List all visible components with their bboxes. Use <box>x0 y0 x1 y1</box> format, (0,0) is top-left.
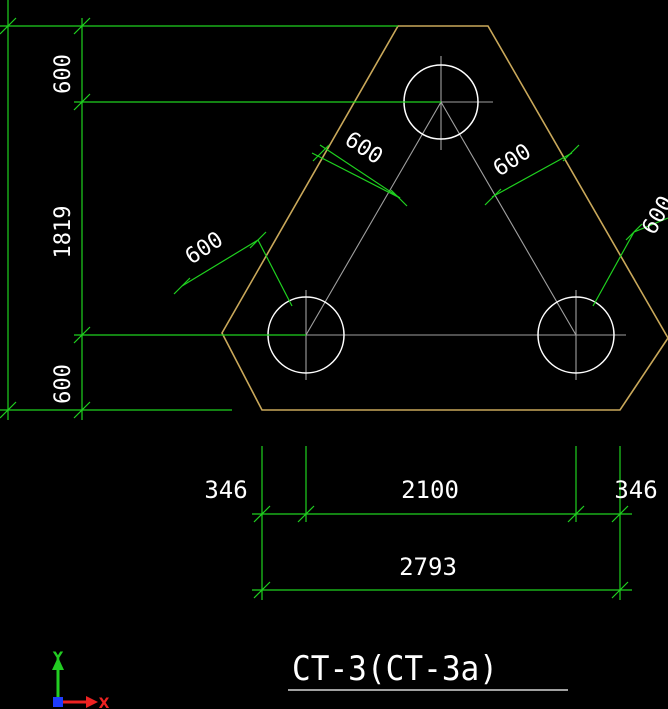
dim-offset-lower-right-text: 600 <box>638 192 668 239</box>
ucs-y-label: Y <box>52 650 64 666</box>
drawing-title: CT-3(CT-3a) <box>292 649 498 689</box>
bottom-dimension-chain <box>252 446 632 600</box>
dim-offset-upper-right <box>484 144 580 206</box>
ucs-icon <box>52 657 98 708</box>
dim-bottom-right: 346 <box>614 476 657 504</box>
dim-bottom-overall: 2793 <box>399 553 457 581</box>
left-dimension-chain <box>0 0 441 420</box>
dim-left-top: 600 <box>51 54 76 94</box>
dim-bottom-left: 346 <box>204 476 247 504</box>
dim-offset-upper-left <box>311 144 408 207</box>
dim-offset-lower-left-text: 600 <box>181 227 228 270</box>
pile-bottom-right <box>537 296 615 374</box>
dim-left-middle: 1819 <box>51 206 76 259</box>
pile-cap-outline <box>221 25 668 411</box>
ucs-x-label: X <box>99 696 110 709</box>
dim-offset-lower-right <box>592 217 668 307</box>
dim-offset-lower-left <box>173 231 293 307</box>
centerlines <box>260 56 626 380</box>
dim-offset-upper-right-text: 600 <box>489 139 536 182</box>
dim-bottom-center: 2100 <box>401 476 459 504</box>
dim-left-bottom: 600 <box>51 364 76 404</box>
